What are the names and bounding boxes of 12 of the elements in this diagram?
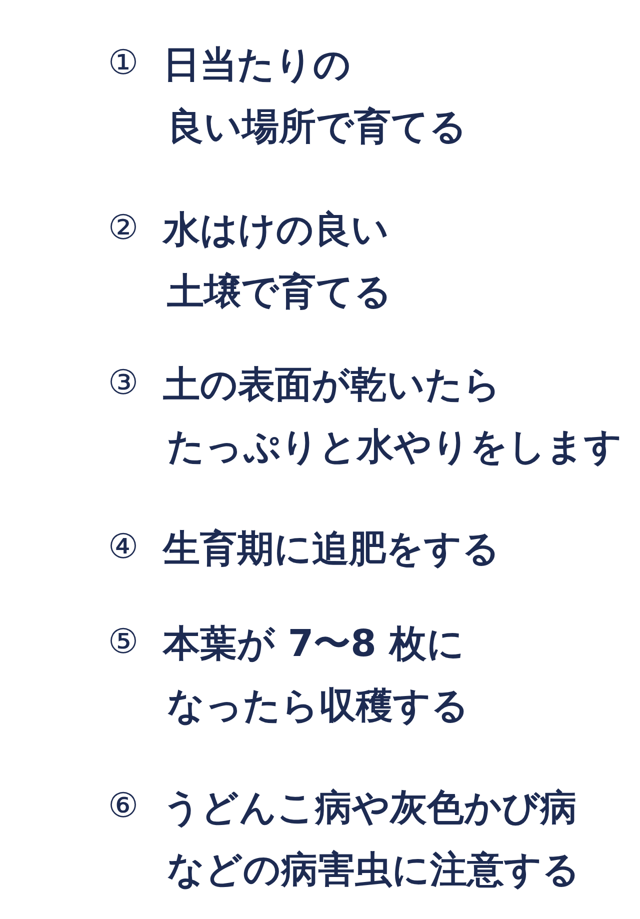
- circled-number: ②: [108, 211, 138, 245]
- circled-number: ③: [108, 366, 138, 400]
- circled-number: ⑤: [108, 625, 138, 659]
- circled-number: ⑥: [108, 789, 138, 823]
- circled-number: ①: [108, 46, 138, 80]
- step-text: うどんこ病や灰色かび病などの病害虫に注意する: [163, 785, 580, 893]
- step-text: 土の表面が乾いたらたっぷりと水やりをします: [163, 362, 622, 470]
- step-text: 日当たりの良い場所で育てる: [163, 42, 467, 150]
- step-text: 生育期に追肥をする: [163, 526, 500, 572]
- circled-number: ④: [108, 530, 138, 564]
- step-text: 水はけの良い土壌で育てる: [163, 207, 392, 315]
- step-text: 本葉が 7〜8 枚になったら収穫する: [163, 621, 469, 729]
